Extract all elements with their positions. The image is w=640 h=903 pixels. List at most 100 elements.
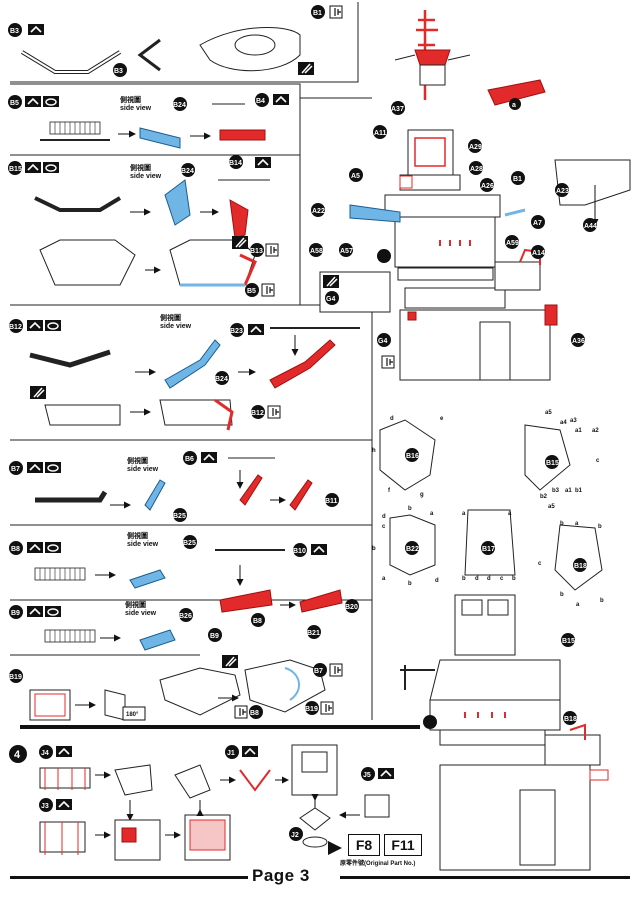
svg-text:a: a	[512, 102, 516, 109]
svg-text:G4: G4	[326, 296, 335, 303]
svg-text:B24: B24	[181, 168, 194, 175]
svg-text:J2: J2	[291, 832, 299, 839]
svg-text:a5: a5	[548, 504, 555, 510]
svg-text:B1: B1	[513, 176, 522, 183]
svg-text:B25: B25	[173, 513, 186, 520]
svg-text:A22: A22	[312, 208, 325, 215]
svg-text:b1: b1	[575, 488, 583, 494]
svg-text:B20: B20	[345, 604, 358, 611]
svg-text:b: b	[512, 576, 516, 582]
svg-text:B24: B24	[173, 102, 186, 109]
svg-text:B8: B8	[11, 546, 20, 553]
svg-text:d: d	[390, 416, 394, 422]
svg-text:B19: B19	[305, 706, 318, 713]
svg-text:B22: B22	[406, 546, 419, 553]
svg-text:A59: A59	[506, 240, 519, 247]
svg-text:B1: B1	[313, 10, 322, 17]
svg-text:B26: B26	[179, 613, 192, 620]
svg-text:h: h	[372, 448, 376, 454]
step-divider	[20, 725, 420, 729]
svg-text:J5: J5	[363, 772, 371, 779]
panel-b8: B8 B25 B10	[9, 535, 328, 589]
panel-b3-b1: B3 B3 B1	[8, 5, 343, 77]
svg-text:B24: B24	[215, 376, 228, 383]
svg-text:B6: B6	[185, 456, 194, 463]
svg-text:d: d	[475, 576, 479, 582]
svg-text:B23: B23	[230, 328, 243, 335]
svg-text:f: f	[388, 488, 391, 494]
svg-text:B15: B15	[562, 638, 575, 645]
svg-text:4: 4	[14, 749, 21, 761]
svg-text:G4: G4	[378, 338, 387, 345]
svg-text:B5: B5	[10, 100, 19, 107]
svg-text:B21: B21	[307, 630, 320, 637]
svg-text:B19: B19	[9, 674, 22, 681]
panel-b19: B19 180° B7 B8 B19	[9, 654, 343, 721]
svg-text:B8: B8	[253, 618, 262, 625]
svg-text:B14: B14	[229, 160, 242, 167]
svg-text:B8: B8	[250, 710, 259, 717]
svg-text:A11: A11	[374, 130, 387, 137]
svg-text:B3: B3	[10, 28, 19, 35]
svg-text:g: g	[420, 492, 424, 498]
svg-text:b3: b3	[552, 488, 560, 494]
svg-text:c: c	[382, 524, 386, 530]
svg-text:180°: 180°	[126, 712, 139, 718]
svg-text:a2: a2	[592, 428, 599, 434]
svg-text:a5: a5	[545, 410, 552, 416]
svg-text:B17: B17	[482, 546, 495, 553]
svg-text:A5: A5	[351, 173, 360, 180]
svg-text:B10: B10	[293, 548, 306, 555]
svg-text:B12: B12	[251, 410, 264, 417]
svg-text:d: d	[487, 576, 491, 582]
step-number-badge	[9, 745, 27, 763]
svg-text:B18: B18	[574, 563, 587, 570]
svg-text:B9: B9	[11, 610, 20, 617]
svg-text:a1: a1	[565, 488, 572, 494]
panel-b9: B9 B26 B9 B8 B20 B21	[9, 565, 359, 651]
svg-text:A26: A26	[481, 183, 494, 190]
platform-details: B16 B15 B22 B17 B18 d e h f g a5 a3 a2 a…	[372, 410, 604, 608]
svg-text:a1: a1	[575, 428, 582, 434]
svg-text:d: d	[435, 578, 439, 584]
svg-text:B16: B16	[406, 453, 419, 460]
svg-text:B3: B3	[114, 68, 123, 75]
island-assembly: a A37 A11 A5 A22 A58 A57 A29 A28 A26 B1 …	[309, 10, 631, 381]
svg-text:b: b	[372, 546, 376, 552]
original-part-box: F11	[384, 834, 422, 856]
svg-text:c: c	[500, 576, 504, 582]
step-4: 4 J4 J3 J1 J2 J5	[9, 744, 395, 861]
footer-rule-right	[340, 876, 630, 879]
svg-text:A57: A57	[340, 248, 353, 255]
svg-text:B15: B15	[9, 166, 22, 173]
svg-text:B7: B7	[11, 466, 20, 473]
svg-text:B18: B18	[564, 716, 577, 723]
original-part-caption: 原零件號(Original Part No.)	[340, 861, 416, 867]
svg-text:A37: A37	[391, 106, 404, 113]
svg-text:J3: J3	[41, 803, 49, 810]
svg-text:e: e	[440, 416, 444, 422]
bend-up-icon	[27, 23, 45, 36]
svg-text:A14: A14	[532, 250, 545, 257]
svg-text:a: a	[382, 576, 386, 582]
island-lower-view: B15 B18	[400, 594, 609, 871]
svg-text:B11: B11	[325, 498, 338, 505]
footer-rule-left	[10, 876, 248, 879]
svg-text:b: b	[560, 592, 564, 598]
svg-text:A44: A44	[584, 223, 597, 230]
svg-text:b2: b2	[540, 494, 548, 500]
svg-text:J1: J1	[227, 750, 235, 757]
svg-text:J4: J4	[41, 750, 49, 757]
svg-text:b: b	[560, 521, 564, 527]
svg-text:B15: B15	[546, 460, 559, 467]
svg-text:B25: B25	[183, 540, 196, 547]
svg-text:a3: a3	[570, 418, 577, 424]
svg-text:b: b	[408, 581, 412, 587]
svg-text:b: b	[408, 506, 412, 512]
svg-text:a: a	[508, 511, 512, 517]
